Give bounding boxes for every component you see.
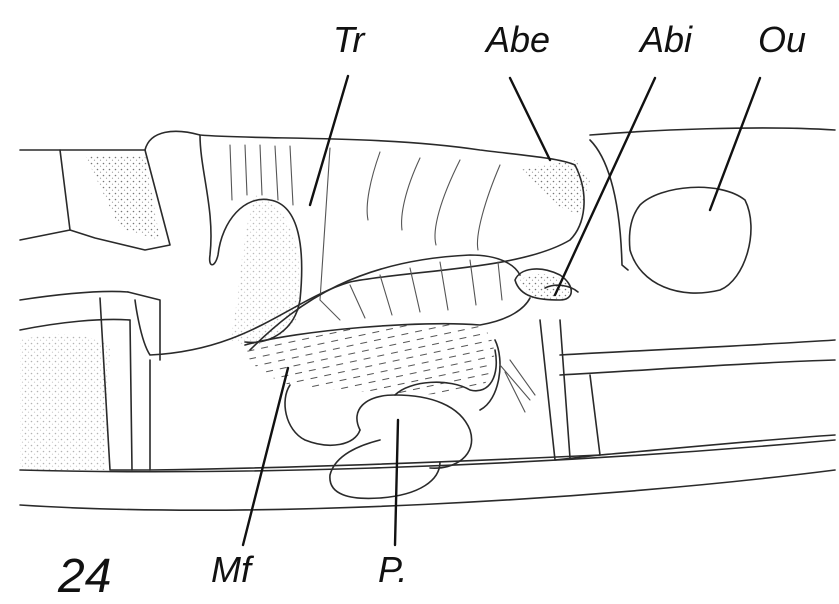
stippled-tissue — [20, 155, 590, 470]
figure-number: 24 — [57, 550, 111, 603]
leader-mf — [243, 368, 288, 545]
label-abi: Abi — [638, 19, 693, 60]
leader-lines — [243, 76, 760, 545]
leader-ou — [710, 78, 760, 210]
label-tr: Tr — [333, 19, 366, 60]
leader-tr — [310, 76, 348, 205]
label-ou: Ou — [758, 19, 806, 60]
label-p: P. — [378, 549, 407, 590]
leader-p — [395, 420, 398, 545]
leader-abe — [510, 78, 550, 160]
organ-tr — [135, 131, 584, 355]
label-abe: Abe — [484, 19, 550, 60]
label-mf: Mf — [211, 549, 255, 590]
